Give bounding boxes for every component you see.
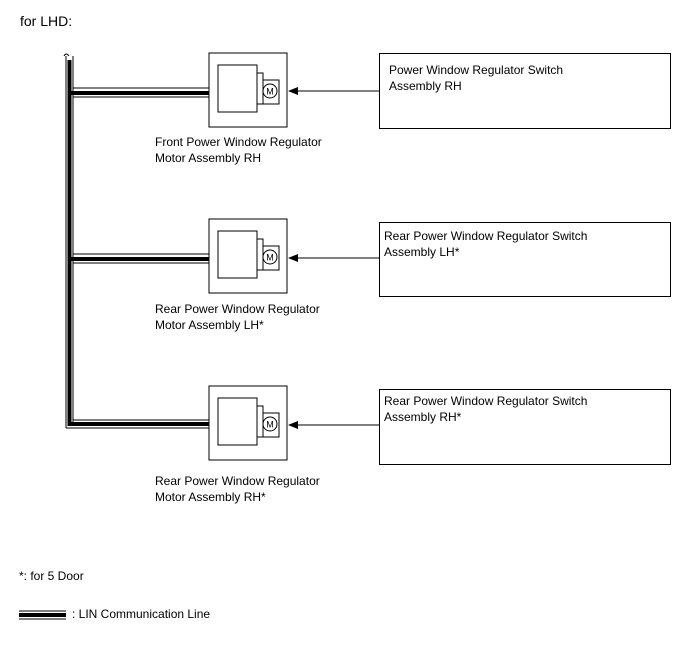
arrow-switch-to-rear-rh [288, 421, 379, 429]
motor-label-rear-rh: Rear Power Window Regulator Motor Assemb… [155, 474, 320, 504]
switch-box-front-rh: Power Window Regulator Switch Assembly R… [379, 53, 671, 129]
motor-rear-rh: M [208, 385, 288, 461]
switch-label-rear-rh: Rear Power Window Regulator Switch Assem… [384, 394, 588, 424]
motor-label-rear-lh: Rear Power Window Regulator Motor Assemb… [155, 302, 320, 332]
switch-box-rear-rh: Rear Power Window Regulator Switch Assem… [379, 389, 671, 465]
motor-front-rh: M [208, 52, 288, 128]
motor-icon [262, 416, 278, 432]
switch-label-front-rh: Power Window Regulator Switch Assembly R… [389, 63, 564, 93]
page-title: for LHD: [20, 13, 73, 29]
legend-label: : LIN Communication Line [72, 607, 211, 621]
motor-icon [262, 249, 278, 265]
lin-bus-trunk [63, 53, 74, 428]
switch-box-rear-lh: Rear Power Window Regulator Switch Assem… [379, 222, 671, 297]
motor-rear-lh: M [208, 218, 288, 294]
arrow-switch-to-front-rh [288, 87, 379, 95]
footnote: *: for 5 Door [19, 569, 84, 583]
motor-icon [262, 83, 278, 99]
switch-label-rear-lh: Rear Power Window Regulator Switch Assem… [384, 229, 588, 259]
svg-text:M: M [266, 253, 274, 263]
lin-branch-rear-lh [69, 253, 209, 264]
motor-label-front-rh: Front Power Window Regulator Motor Assem… [155, 135, 322, 165]
legend-line-sample [19, 610, 66, 620]
svg-text:M: M [266, 87, 274, 97]
lin-branch-rear-rh [66, 419, 209, 429]
lin-branch-front-rh [69, 87, 209, 98]
arrow-switch-to-rear-lh [288, 254, 379, 262]
svg-text:M: M [266, 420, 274, 430]
